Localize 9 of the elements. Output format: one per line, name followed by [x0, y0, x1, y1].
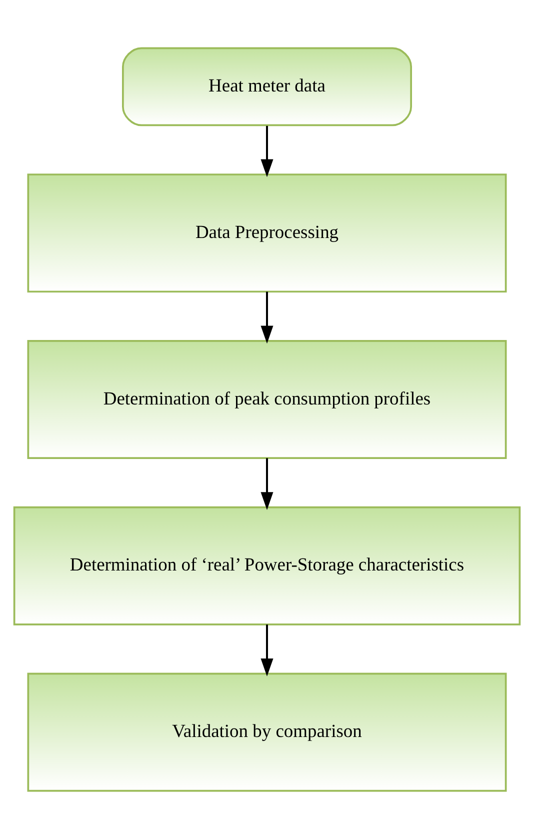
- arrow: [260, 126, 274, 178]
- arrow: [260, 624, 274, 676]
- node-box: Data Preprocessing: [27, 174, 507, 293]
- arrow: [260, 292, 274, 344]
- node-box: Determination of peak consumption profiles: [27, 340, 507, 459]
- node-box: Determination of ‘real’ Power-Storage characteristics: [13, 506, 521, 626]
- node-box: Validation by comparison: [27, 672, 507, 792]
- node-box: Heat meter data: [122, 47, 412, 126]
- arrow: [260, 458, 274, 510]
